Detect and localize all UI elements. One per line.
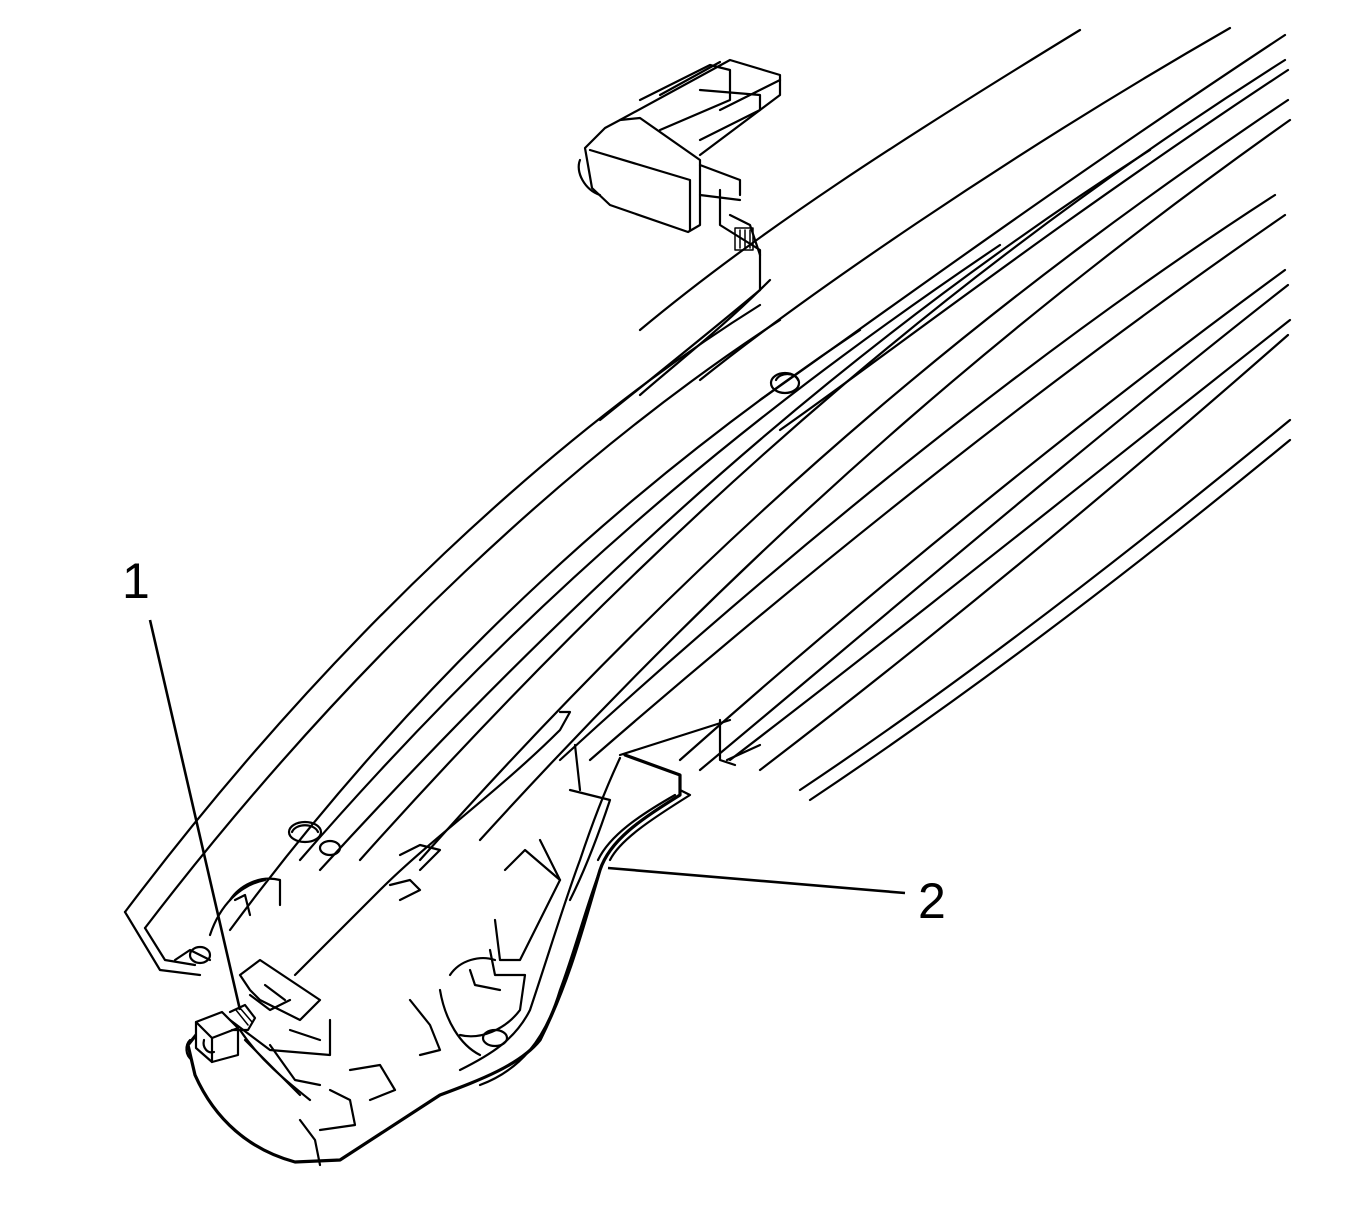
left-flange [123, 877, 282, 977]
rear-end-bracket [577, 58, 782, 422]
fastener-clip [185, 1003, 257, 1064]
rail-channel [228, 710, 572, 1102]
front-end-cap [186, 743, 692, 1167]
callout-leaders [148, 619, 906, 1011]
callout-2-label: 2 [918, 873, 946, 929]
rail-holes [287, 371, 801, 857]
callout-1-label: 1 [122, 553, 150, 609]
rail-body [123, 26, 1292, 932]
